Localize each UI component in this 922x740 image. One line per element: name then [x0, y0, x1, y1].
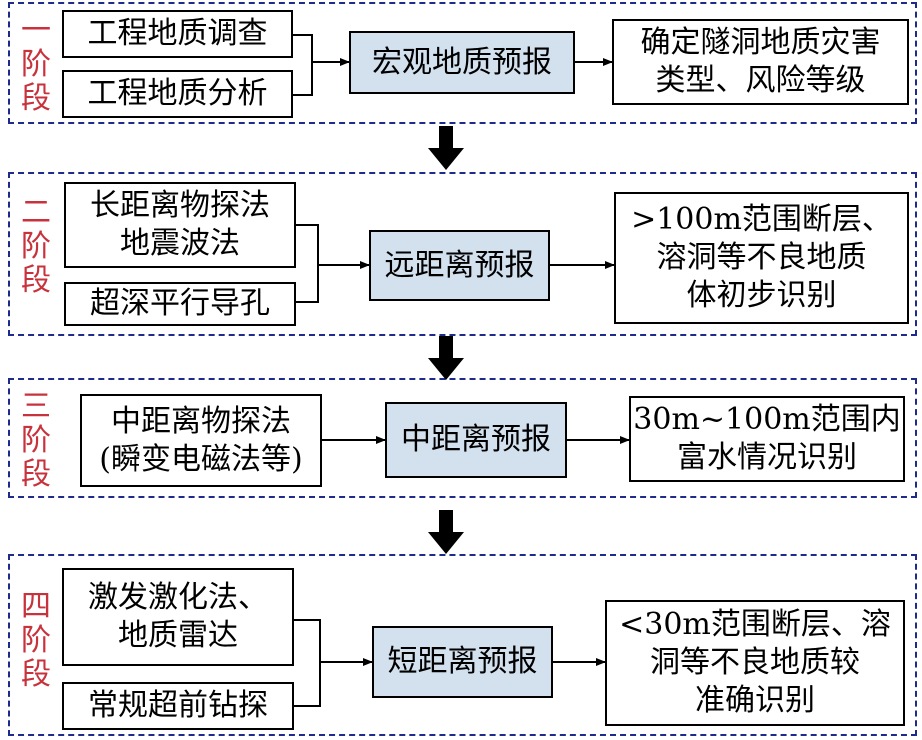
- stage-3-label: 三 阶 段: [16, 390, 56, 492]
- stage-3-container: [8, 378, 917, 498]
- stage-3-input-1: 中距离物探法 (瞬变电磁法等): [80, 394, 322, 487]
- stage-4-center-box: 短距离预报: [372, 626, 553, 698]
- box-text: 30m~100m范围内: [633, 402, 901, 437]
- stage-3-label-char: 段: [21, 457, 51, 492]
- stage-2-result-box: >100m范围断层、 溶洞等不良地质 体初步识别: [614, 192, 909, 324]
- box-text: 宏观地质预报: [372, 44, 552, 80]
- box-text: 类型、风险等级: [655, 63, 866, 98]
- stage-1-label-char: 一: [21, 13, 51, 48]
- stage-1-label: 一 阶 段: [16, 14, 56, 116]
- stage-4-result-box: <30m范围断层、溶 洞等不良地质较 准确识别: [605, 600, 905, 726]
- stage-4-label: 四 阶 段: [16, 590, 56, 692]
- stage-2-container: [8, 172, 917, 336]
- stage-1-result-box: 确定隧洞地质灾害 类型、风险等级: [612, 19, 909, 105]
- box-text: 工程地质调查: [87, 16, 268, 51]
- stage-2-label-char: 段: [21, 263, 51, 298]
- stage-3-result-box: 30m~100m范围内 富水情况识别: [629, 396, 905, 482]
- box-text: 常规超前钻探: [88, 688, 268, 723]
- stage-2-center-box: 远距离预报: [369, 230, 550, 301]
- stage-1-center-box: 宏观地质预报: [349, 31, 575, 94]
- stage-2-label-char: 阶: [21, 229, 51, 264]
- stage-3-label-char: 阶: [21, 423, 51, 458]
- box-text: >100m范围断层、: [631, 202, 892, 237]
- stage-4-input-2: 常规超前钻探: [62, 682, 294, 730]
- box-text: (瞬变电磁法等): [99, 441, 303, 477]
- box-text: 洞等不良地质较: [650, 645, 860, 680]
- stage-4-label-char: 四: [21, 589, 51, 624]
- stage-1-to-2-down-arrow: [428, 126, 464, 170]
- stage-1-input-1: 工程地质调查: [62, 10, 293, 58]
- stage-3-center-box: 中距离预报: [385, 402, 567, 478]
- stage-2-label-char: 二: [21, 195, 51, 230]
- box-text: 激发激化法、: [88, 580, 268, 615]
- box-text: 中距离预报: [401, 422, 551, 457]
- stage-4-label-char: 段: [21, 657, 51, 692]
- stage-3-to-4-down-arrow: [428, 510, 464, 554]
- box-text: 地质雷达: [118, 618, 238, 653]
- box-text: 溶洞等不良地质: [656, 240, 867, 275]
- stage-1-label-char: 段: [21, 81, 51, 116]
- box-text: <30m范围断层、溶: [619, 607, 891, 642]
- box-text: 地震波法: [120, 226, 240, 261]
- stage-2-input-2: 超深平行导孔: [64, 282, 296, 326]
- stage-1-container: [8, 2, 917, 124]
- box-text: 工程地质分析: [87, 76, 268, 111]
- box-text: 短距离预报: [387, 644, 538, 679]
- stage-2-bracket: [296, 224, 319, 303]
- stage-4-input-1: 激发激化法、 地质雷达: [62, 568, 294, 666]
- box-text: 超深平行导孔: [90, 286, 270, 321]
- box-text: 远距离预报: [384, 247, 535, 283]
- box-text: 富水情况识别: [677, 440, 857, 475]
- stage-2-input-1: 长距离物探法 地震波法: [64, 182, 296, 268]
- stage-3-label-char: 三: [21, 389, 51, 424]
- stage-2-label: 二 阶 段: [16, 196, 56, 298]
- stage-4-label-char: 阶: [21, 623, 51, 658]
- box-text: 确定隧洞地质灾害: [640, 25, 881, 60]
- stage-4-bracket: [294, 619, 321, 707]
- stage-1-bracket: [293, 34, 313, 96]
- stage-2-to-3-down-arrow: [428, 336, 464, 380]
- box-text: 中距离物探法: [111, 403, 291, 439]
- stage-1-label-char: 阶: [21, 47, 51, 82]
- stage-4-container: [8, 554, 917, 736]
- box-text: 体初步识别: [686, 278, 837, 313]
- box-text: 长距离物探法: [90, 188, 270, 223]
- stage-1-input-2: 工程地质分析: [62, 70, 293, 118]
- box-text: 准确识别: [695, 683, 815, 718]
